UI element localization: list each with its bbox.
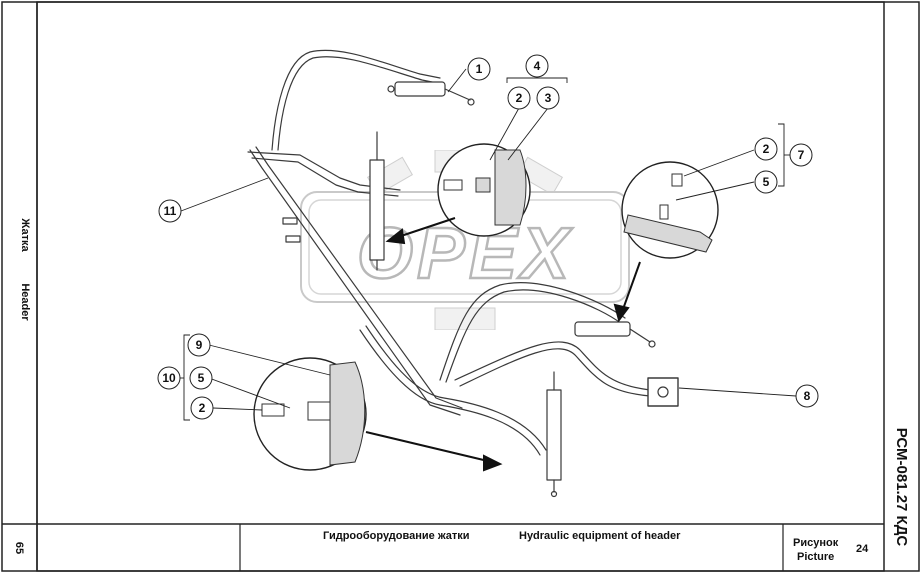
figure-label-en: Picture: [797, 551, 835, 563]
callout-5-left: 5: [198, 371, 205, 385]
callout-9: 9: [196, 338, 203, 352]
figure-number: 24: [856, 543, 869, 555]
side-label-en: Header: [19, 283, 31, 321]
page-number: 65: [13, 541, 25, 555]
callout-5-right: 5: [763, 175, 770, 189]
title-ru: Гидрооборудование жатки: [323, 530, 470, 542]
callout-7: 7: [798, 148, 805, 162]
side-label-ru: Жатка: [19, 218, 31, 252]
callout-8: 8: [804, 389, 811, 403]
document-code: РСМ-081.27 КДС: [893, 427, 910, 547]
opex-watermark-logo: OPEX: [300, 150, 630, 330]
callout-2-top: 2: [516, 91, 523, 105]
callout-10: 10: [162, 371, 176, 385]
callout-2-right: 2: [763, 142, 770, 156]
title-en: Hydraulic equipment of header: [519, 530, 681, 542]
callout-11: 11: [164, 204, 177, 218]
callout-1: 1: [476, 62, 483, 76]
figure-label-ru: Рисунок: [793, 537, 839, 549]
callout-3: 3: [545, 91, 552, 105]
watermark-text: OPEX: [357, 214, 573, 294]
callout-2-left: 2: [199, 401, 206, 415]
callout-4: 4: [534, 59, 541, 73]
